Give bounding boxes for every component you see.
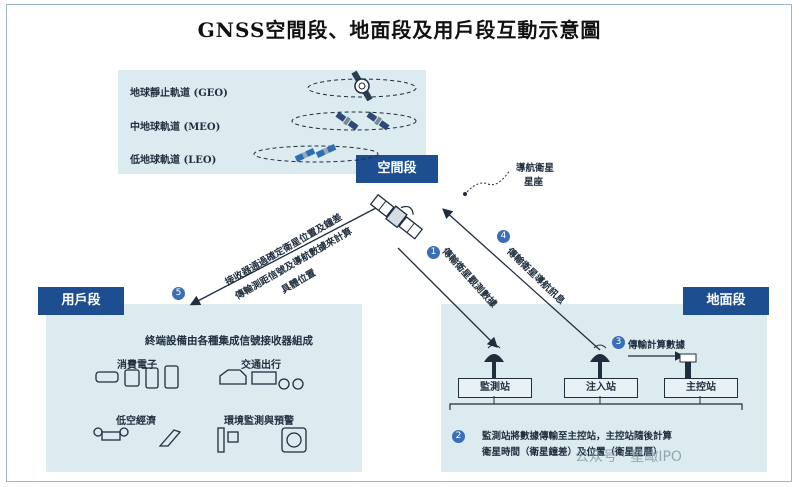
flow-badge-5: 5 xyxy=(172,287,185,300)
category-environment: 環境監測與預警 xyxy=(224,416,294,427)
ground-bracket xyxy=(449,403,743,410)
geo-satellite-icon xyxy=(351,70,373,102)
diagram-title: GNSS空間段、地面段及用戶段互動示意圖 xyxy=(197,18,602,42)
flow-2-label-line2: 衛星時間（衛星鐘差）及位置（衛星星曆） xyxy=(482,447,663,458)
space-segment-tag: 空間段 xyxy=(356,155,438,183)
flow-badge-2: 2 xyxy=(452,430,465,443)
master-control-tower-icon xyxy=(679,353,697,378)
flow-badge-3: 3 xyxy=(612,336,625,349)
constellation-label-2: 星座 xyxy=(524,177,544,188)
monitor-antenna-icon xyxy=(484,344,504,378)
flow-badge-4: 4 xyxy=(497,230,510,243)
navigation-satellite-icon xyxy=(369,193,424,240)
low-altitude-icons xyxy=(93,427,182,447)
orbit-label-meo: 中地球軌道 (MEO) xyxy=(130,122,221,133)
watermark: 公众号 · 星瞰IPO xyxy=(575,449,682,465)
leo-satellite-icon-1 xyxy=(294,148,316,162)
category-consumer: 消費電子 xyxy=(117,360,157,371)
diagram-frame xyxy=(6,4,792,482)
upload-antenna-icon xyxy=(590,344,610,378)
user-segment-tag: 用戶段 xyxy=(38,287,124,315)
flow-3-label: 傳輸計算數據 xyxy=(628,340,686,351)
consumer-electronics-icons xyxy=(95,365,179,389)
arrow-flow-5 xyxy=(189,207,377,306)
environment-icons xyxy=(217,427,307,453)
upload-station: 注入站 xyxy=(564,378,638,398)
flow-2-label-line1: 監測站將數據傳輸至主控站，主控站隨後計算 xyxy=(482,431,673,442)
arrow-flow-1 xyxy=(397,247,498,348)
leo-satellite-icon-2 xyxy=(315,144,337,158)
arrow-flow-4 xyxy=(442,208,601,351)
flow-badge-1: 1 xyxy=(427,246,440,259)
transport-icons xyxy=(219,369,304,390)
meo-satellite-icon-1 xyxy=(335,111,359,131)
category-low-altitude: 低空經濟 xyxy=(116,416,156,427)
monitor-station: 監測站 xyxy=(458,378,532,398)
constellation-label-1: 導航衛星 xyxy=(516,163,555,174)
orbit-leo-ellipse xyxy=(253,145,379,163)
ground-segment-tag: 地面段 xyxy=(683,287,769,315)
orbit-label-leo: 低地球軌道 (LEO) xyxy=(130,155,217,166)
orbit-meo-ellipse xyxy=(291,111,417,131)
master-station: 主控站 xyxy=(664,378,738,398)
meo-satellite-icon-2 xyxy=(366,111,390,131)
constellation-connector xyxy=(466,169,511,193)
orbit-label-geo: 地球靜止軌道 (GEO) xyxy=(130,88,228,99)
user-panel xyxy=(46,304,362,472)
category-transport: 交通出行 xyxy=(241,360,281,371)
user-panel-heading: 終端設備由各種集成信號接收器組成 xyxy=(145,335,313,347)
orbit-geo-ellipse xyxy=(307,78,417,98)
